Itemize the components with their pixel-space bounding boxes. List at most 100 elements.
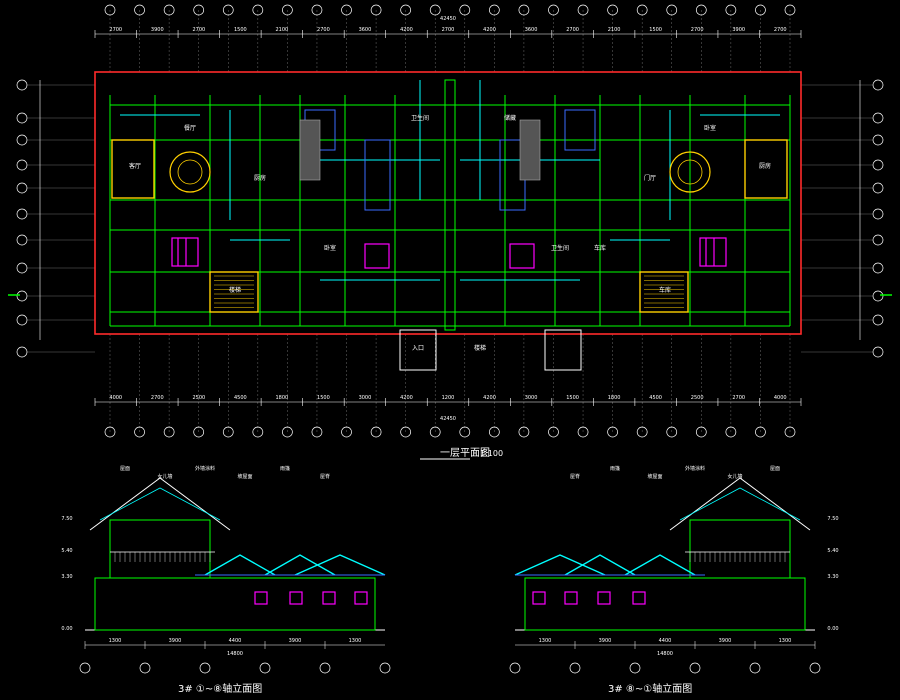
dimension-label: 1800 — [276, 395, 289, 401]
axis-bubble — [341, 426, 352, 438]
axis-bubble — [252, 426, 264, 438]
axis-bubble — [193, 4, 205, 16]
axis-bubble — [607, 4, 618, 16]
dimension-label: 4200 — [400, 27, 413, 33]
axis-bubble — [725, 426, 737, 438]
elevation-annotation: 外墙涂料 — [685, 465, 705, 472]
elevation-window — [564, 591, 578, 605]
elevation-annotation: 女儿墙 — [727, 473, 742, 480]
shaft-hatch — [519, 119, 541, 181]
plan-title: 一层平面图 — [440, 447, 490, 459]
round-table-left — [169, 151, 211, 193]
dimension-label: 4200 — [400, 395, 413, 401]
elevation-window — [254, 591, 268, 605]
dimension-label: 2700 — [109, 27, 122, 33]
dimension-label: 3000 — [525, 395, 538, 401]
axis-bubble — [666, 426, 678, 438]
axis-bubble-left — [16, 112, 28, 124]
axis-bubble-right — [872, 262, 884, 274]
room-label: 楼梯 — [474, 344, 486, 352]
axis-bubble — [163, 426, 175, 438]
roof-inner — [679, 487, 801, 521]
axis-bubble-right — [872, 208, 884, 220]
elevation-annotation: 屋脊 — [570, 473, 580, 480]
axis-bubble-right — [872, 234, 884, 246]
low-roof — [514, 554, 606, 576]
stair-block — [364, 139, 391, 211]
dimension-label: 4500 — [234, 395, 247, 401]
entrance-right — [544, 329, 582, 371]
level-mark: 3.30 — [61, 574, 72, 580]
axis-bubble — [79, 662, 91, 674]
level-mark: 5.40 — [61, 548, 72, 554]
axis-bubble-left — [16, 182, 28, 194]
axis-bubble — [689, 662, 701, 674]
axis-bubble — [319, 662, 331, 674]
dimension-label: 2500 — [192, 395, 205, 401]
dimension-label: 4200 — [483, 395, 496, 401]
axis-bubble — [459, 4, 471, 16]
axis-bubble-right — [872, 290, 884, 302]
elevation-dimension: 3900 — [289, 638, 302, 644]
elevation-dimension: 1300 — [349, 638, 362, 644]
axis-bubble — [518, 426, 530, 438]
dimension-label: 3600 — [359, 27, 372, 33]
stair-right — [639, 271, 689, 313]
axis-bubble — [518, 4, 530, 16]
axis-bubble-right — [872, 314, 884, 326]
dimension-label: 2700 — [774, 27, 787, 33]
living-room-right — [744, 139, 788, 199]
axis-bubble — [222, 426, 234, 438]
axis-bubble — [311, 426, 323, 438]
elevation-dimension: 1300 — [539, 638, 552, 644]
axis-bubble-right — [872, 112, 884, 124]
room-label: 卫生间 — [411, 114, 429, 122]
axis-bubble-left — [16, 234, 28, 246]
elevation-window — [289, 591, 303, 605]
elevation-annotation: 屋面 — [120, 466, 130, 472]
exterior-outline — [94, 71, 802, 335]
elevation-total: 14800 — [657, 651, 673, 657]
axis-bubble-left — [16, 290, 28, 302]
main-roof — [89, 477, 231, 531]
elevation-annotation: 外墙涂料 — [195, 465, 215, 472]
axis-bubble — [569, 662, 581, 674]
base-wall — [524, 577, 806, 631]
dimension-label: 3000 — [359, 395, 372, 401]
axis-bubble — [459, 426, 471, 438]
total-dimension: 42450 — [440, 416, 456, 422]
axis-bubble — [429, 426, 441, 438]
elevation-left-title: 3# ①~⑧轴立面图 — [178, 682, 262, 695]
elevation-dimension: 4400 — [229, 638, 242, 644]
dimension-label: 4200 — [483, 27, 496, 33]
axis-bubble-left — [16, 159, 28, 171]
elevation-annotation: 屋脊 — [320, 473, 330, 480]
dimension-label: 2100 — [276, 27, 289, 33]
elevation-dimension: 1300 — [779, 638, 792, 644]
axis-bubble — [755, 426, 766, 438]
axis-bubble-right — [872, 346, 884, 358]
axis-bubble — [488, 426, 500, 438]
room-label: 卫生间 — [551, 244, 569, 252]
axis-bubble — [725, 4, 737, 16]
axis-bubble — [429, 4, 441, 16]
elevation-dimension: 3900 — [719, 638, 732, 644]
axis-bubble — [282, 426, 293, 438]
shaft-hatch — [299, 119, 321, 181]
dimension-label: 4000 — [109, 395, 122, 401]
axis-bubble — [784, 426, 796, 438]
axis-bubble — [577, 426, 589, 438]
axis-bubble-right — [872, 182, 884, 194]
stair-left — [209, 271, 259, 313]
dimension-label: 2700 — [732, 395, 745, 401]
dimension-label: 2700 — [566, 27, 579, 33]
room-label: 车库 — [594, 244, 606, 252]
plan-walls — [109, 79, 791, 331]
elevation-annotation: 坡屋面 — [647, 473, 662, 480]
axis-bubble — [379, 662, 391, 674]
level-mark: 3.30 — [827, 574, 838, 580]
axis-bubble — [548, 4, 559, 16]
